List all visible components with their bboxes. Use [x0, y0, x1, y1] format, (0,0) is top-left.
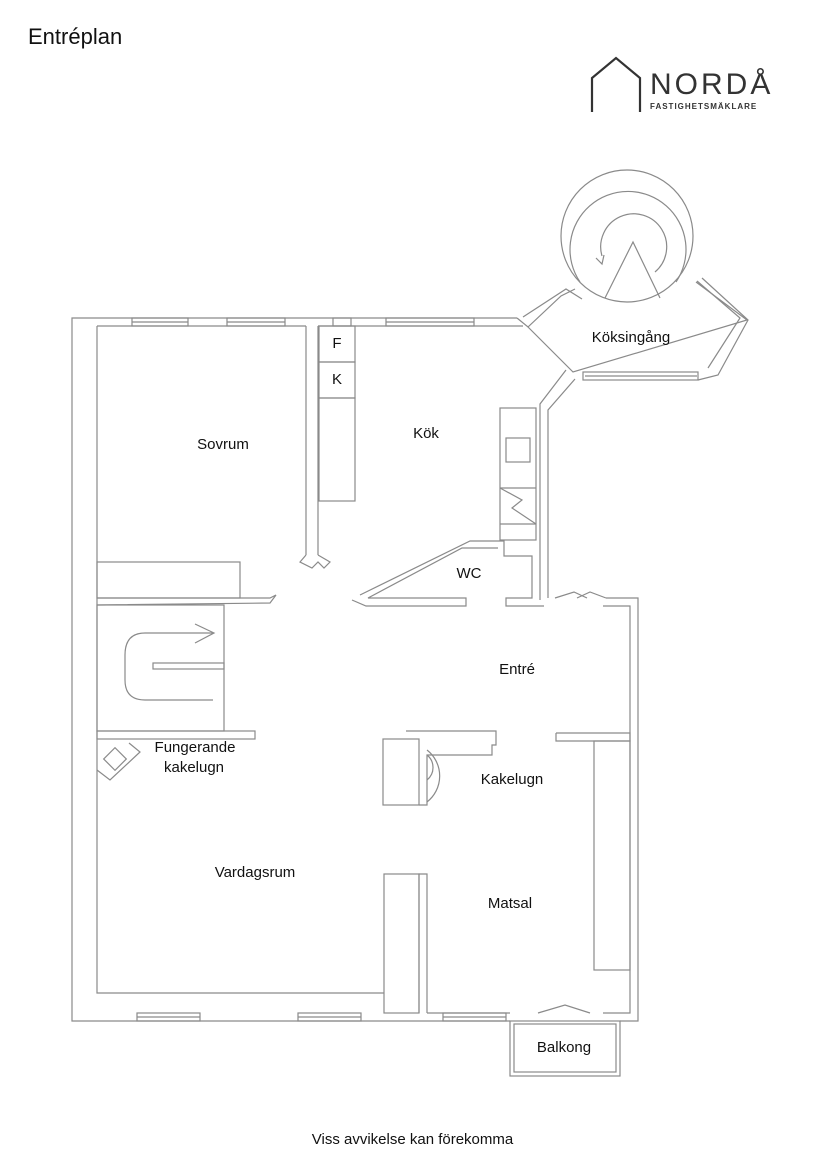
appliance-fridge: F: [332, 335, 342, 352]
room-label-koksingang: Köksingång: [591, 329, 671, 346]
house-logo-icon: [590, 56, 642, 112]
room-label-kok: Kök: [413, 425, 439, 442]
brand-logo: NORDÅ FASTIGHETSMÄKLARE: [588, 54, 778, 114]
room-label-wc: WC: [456, 565, 482, 582]
room-label-matsal: Matsal: [487, 895, 533, 912]
logo-subtitle: FASTIGHETSMÄKLARE: [650, 102, 758, 111]
kitchen-fixtures: [318, 325, 537, 541]
outer-walls: [71, 317, 639, 1022]
room-label-fungerande-kakelugn-1: Fungerande: [154, 739, 236, 756]
room-label-entre: Entré: [499, 661, 535, 678]
interior-walls: [96, 540, 631, 1077]
room-label-sovrum: Sovrum: [197, 436, 249, 453]
disclaimer: Viss avvikelse kan förekomma: [311, 1131, 514, 1148]
appliance-freezer: K: [331, 371, 343, 388]
room-label-balkong: Balkong: [536, 1039, 592, 1056]
logo-name: NORDÅ: [650, 68, 774, 101]
koksingang-walls: [516, 169, 749, 600]
room-label-fungerande-kakelugn-2: kakelugn: [163, 759, 225, 776]
page-title: Entréplan: [28, 24, 123, 49]
room-label-vardagsrum: Vardagsrum: [214, 864, 296, 881]
room-label-kakelugn: Kakelugn: [480, 771, 544, 788]
